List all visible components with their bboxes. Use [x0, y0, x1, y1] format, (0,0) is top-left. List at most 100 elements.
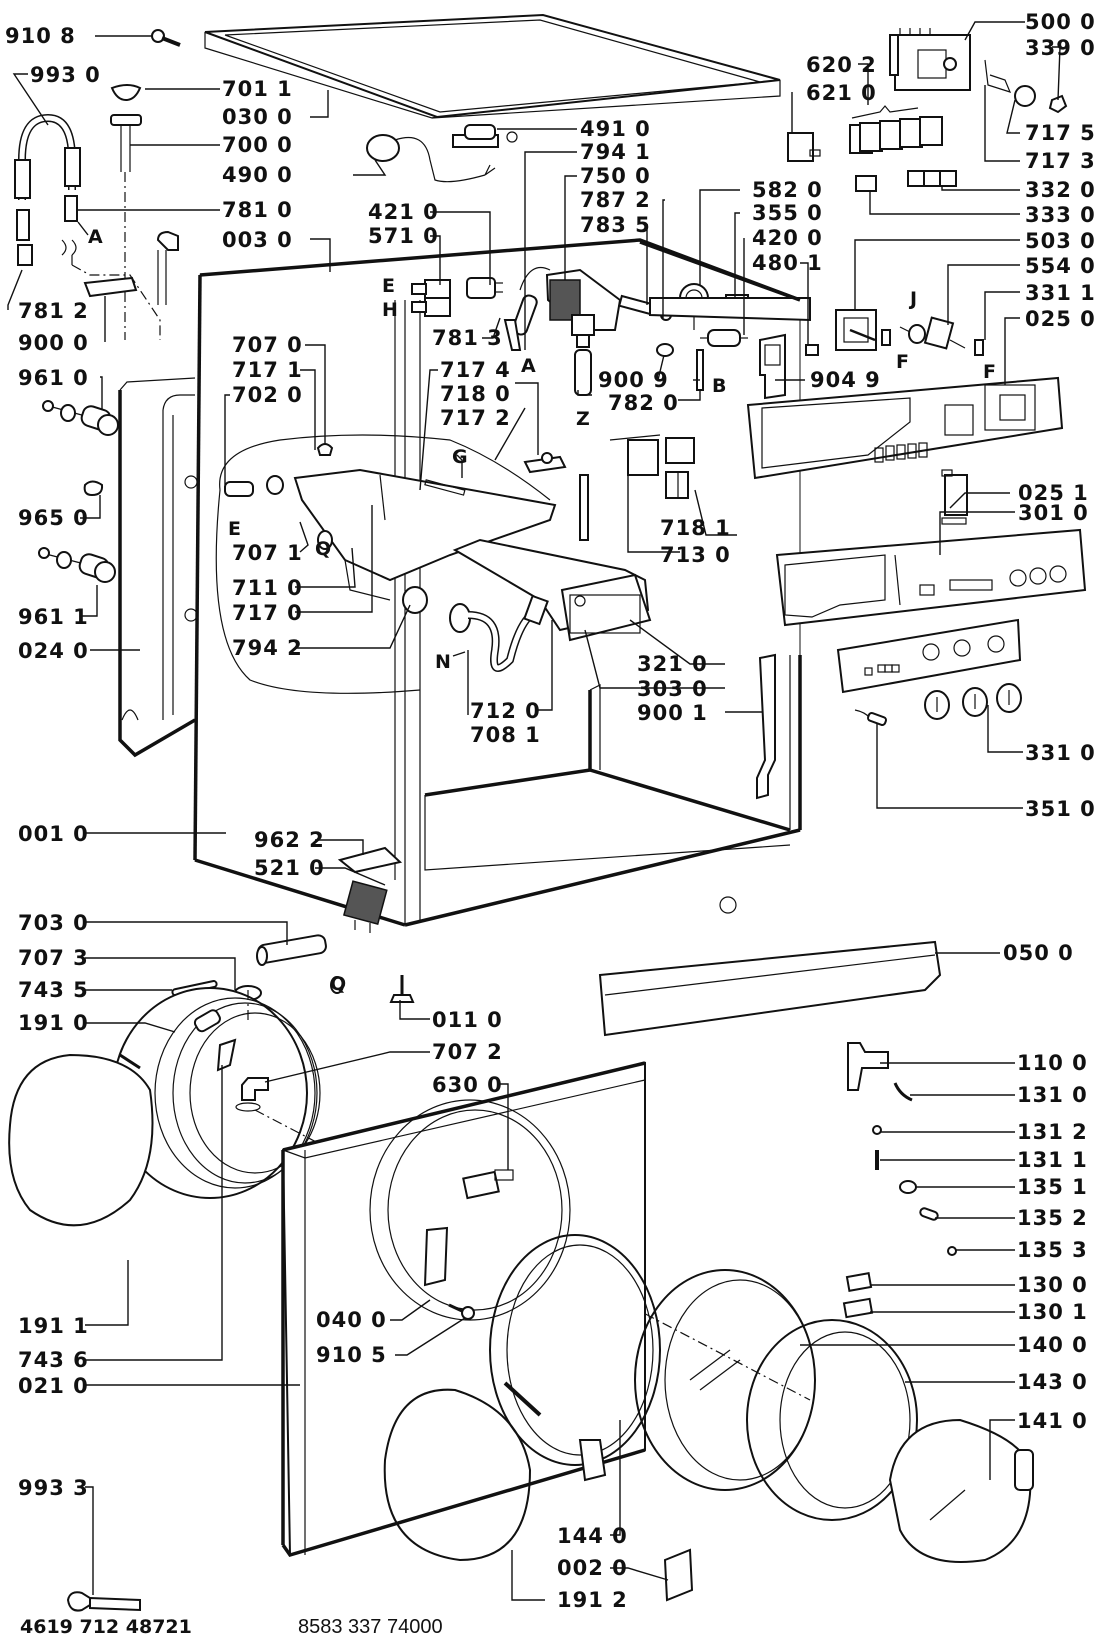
- siphon-cap: [609, 434, 695, 499]
- label-021-0: 021 0: [18, 1374, 89, 1398]
- label-717-0: 717 0: [232, 601, 303, 625]
- connector: [805, 344, 819, 356]
- label-110-0: 110 0: [1017, 1051, 1088, 1075]
- top-rail: [639, 240, 811, 322]
- label-701-1: 701 1: [222, 77, 293, 101]
- seal-ring: [83, 480, 104, 497]
- label-131-0: 131 0: [1017, 1083, 1088, 1107]
- label-191-0: 191 0: [18, 1011, 89, 1035]
- push-buttons: [907, 170, 957, 187]
- timer-module: [835, 309, 877, 351]
- label-490-0: 490 0: [222, 163, 293, 187]
- indicator-lamp: [854, 709, 887, 726]
- label-794-2: 794 2: [232, 636, 303, 660]
- drain-hose: [449, 594, 549, 672]
- label-781-2: 781 2: [18, 299, 89, 323]
- label-140-0: 140 0: [1017, 1333, 1088, 1357]
- label-713-0: 713 0: [660, 543, 731, 567]
- label-571-0: 571 0: [368, 224, 439, 248]
- label-011-0: 011 0: [432, 1008, 503, 1032]
- label-554-0: 554 0: [1025, 254, 1096, 278]
- interference-suppressor: [452, 124, 518, 148]
- control-panel-plate: [836, 618, 1022, 694]
- label-025-0: 025 0: [1025, 307, 1096, 331]
- label-620-2: 620 2: [806, 53, 877, 77]
- programmer: [889, 28, 971, 91]
- clamp: [656, 343, 674, 357]
- bolt: [899, 1180, 917, 1194]
- label-582-0: 582 0: [752, 178, 823, 202]
- label-333-0: 333 0: [1025, 203, 1096, 227]
- label-781-0: 781 0: [222, 198, 293, 222]
- label-712-0: 712 0: [470, 699, 541, 723]
- label-750-0: 750 0: [580, 164, 651, 188]
- control-panel-frame: [746, 376, 1064, 480]
- elbow-pipe: [235, 1077, 269, 1112]
- label-703-0: 703 0: [18, 911, 89, 935]
- knob-spindle-right: [974, 339, 984, 356]
- door-handle: [423, 1226, 475, 1320]
- label-332-0: 332 0: [1025, 178, 1096, 202]
- push-button-single: [855, 175, 877, 192]
- part-labels: 910 8 993 0 701 1 030 0 700 0 490 0 781 …: [5, 10, 1096, 1612]
- model-code: 8583 337 74000: [298, 1616, 443, 1638]
- adjustable-foot: [389, 975, 415, 1003]
- label-339-0: 339 0: [1025, 36, 1096, 60]
- label-135-2: 135 2: [1017, 1206, 1088, 1230]
- letter-z: Z: [576, 408, 590, 430]
- control-knobs: [924, 683, 1022, 720]
- dispenser-strip: [579, 474, 589, 541]
- label-500-0: 500 0: [1025, 10, 1096, 34]
- label-904-9: 904 9: [810, 368, 881, 392]
- label-961-0: 961 0: [18, 366, 89, 390]
- door-gasket-front: [383, 1388, 532, 1562]
- hinge-part: [523, 452, 567, 474]
- label-135-1: 135 1: [1017, 1175, 1088, 1199]
- label-717-4: 717 4: [440, 358, 511, 382]
- label-002-0: 002 0: [557, 1556, 628, 1580]
- label-630-0: 630 0: [432, 1073, 503, 1097]
- back-panel: [118, 377, 198, 758]
- letter-g: G: [452, 446, 468, 468]
- label-303-0: 303 0: [637, 677, 708, 701]
- hinge: [578, 1439, 607, 1482]
- programmer-bracket: [984, 59, 1012, 93]
- washer: [947, 1246, 957, 1256]
- cover-plate: [759, 333, 786, 400]
- label-717-5: 717 5: [1025, 121, 1096, 145]
- label-143-0: 143 0: [1017, 1370, 1088, 1394]
- label-961-1: 961 1: [18, 605, 89, 629]
- label-707-3: 707 3: [18, 946, 89, 970]
- label-718-1: 718 1: [660, 516, 731, 540]
- hose-clip: [71, 264, 161, 340]
- door-inner-ring: [746, 1319, 918, 1521]
- door-gasket: [112, 987, 321, 1199]
- label-900-0: 900 0: [18, 331, 89, 355]
- letter-a-hose: A: [88, 226, 103, 248]
- label-711-0: 711 0: [232, 576, 303, 600]
- dispenser-drawer: [452, 538, 652, 642]
- label-191-2: 191 2: [557, 1588, 628, 1612]
- label-024-0: 024 0: [18, 639, 89, 663]
- hinge-block-b: [842, 1297, 874, 1319]
- label-131-1: 131 1: [1017, 1148, 1088, 1172]
- label-743-5: 743 5: [18, 978, 89, 1002]
- label-787-2: 787 2: [580, 188, 651, 212]
- hose-elbow: [156, 230, 179, 305]
- catch-lever: [893, 1082, 913, 1102]
- label-001-0: 001 0: [18, 822, 89, 846]
- cam-disc: [1014, 85, 1036, 107]
- filter-cover: [663, 1548, 694, 1602]
- label-521-0: 521 0: [254, 856, 325, 880]
- door-opening-ring: [369, 1099, 571, 1321]
- letter-f-right: F: [983, 361, 996, 383]
- top-lid: [204, 13, 781, 119]
- cap: [110, 84, 142, 102]
- letter-a-spring: A: [521, 355, 536, 377]
- label-794-1: 794 1: [580, 140, 651, 164]
- label-708-1: 708 1: [470, 723, 541, 747]
- label-135-3: 135 3: [1017, 1238, 1088, 1262]
- tube-assembly: [110, 114, 142, 340]
- label-191-1: 191 1: [18, 1314, 89, 1338]
